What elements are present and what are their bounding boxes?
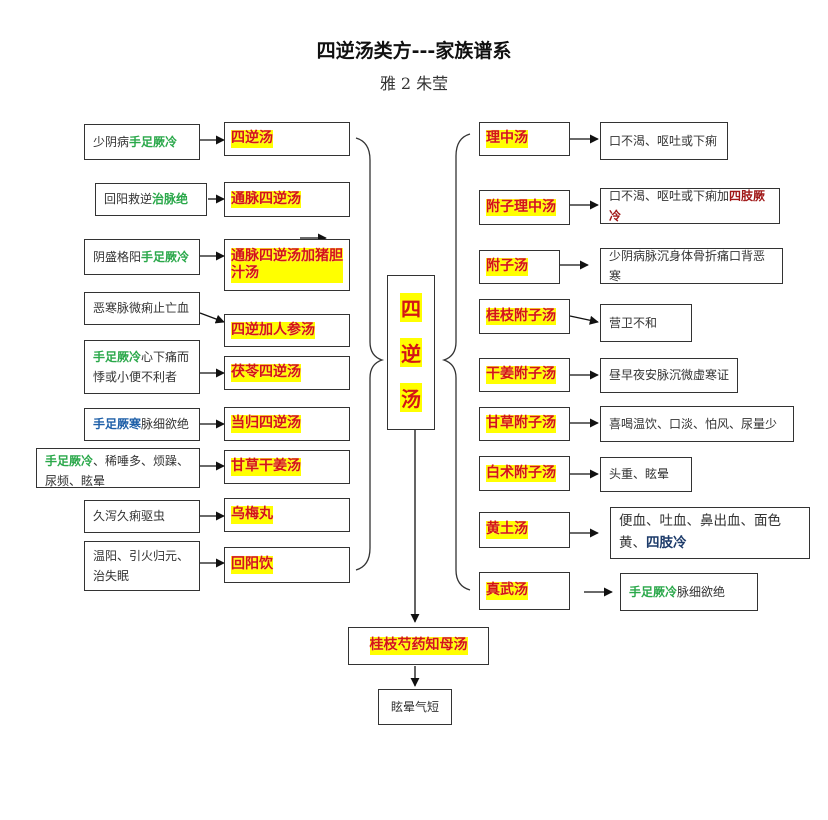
formula-label: 干姜附子汤	[486, 366, 556, 384]
formula-label: 桂枝附子汤	[486, 307, 556, 326]
cond-symptom: 手足厥冷	[45, 454, 94, 468]
formula-ganjiang-fuzi-tang: 干姜附子汤	[479, 358, 570, 392]
right-desc-5: 昼早夜安脉沉微虚寒证	[600, 358, 738, 393]
desc-text: 眩晕气短	[390, 699, 439, 714]
center-char-1: 四	[400, 293, 422, 322]
left-condition-1: 少阴病手足厥冷	[84, 124, 200, 160]
desc-text: 口不渴、呕吐或下痢	[609, 133, 718, 148]
cond-text: 少阴病	[93, 134, 130, 149]
cond-text: 温阳、引火归元、治失眠	[93, 548, 190, 583]
formula-label: 附子汤	[486, 258, 528, 276]
cond-text: 心下痛而悸或小便不利者	[93, 349, 190, 384]
formula-sini-tang: 四逆汤	[224, 122, 350, 156]
cond-text: 久泻久痢驱虫	[93, 509, 166, 524]
author: 雅 2 朱莹	[379, 74, 449, 93]
cond-text: 阴盛格阳	[93, 249, 142, 264]
formula-baizhu-fuzi-tang: 白术附子汤	[479, 456, 570, 491]
formula-label: 甘草附子汤	[486, 415, 556, 433]
formula-danggui-sini-tang: 当归四逆汤	[224, 407, 350, 441]
cond-symptom: 手足厥冷	[129, 134, 178, 149]
right-desc-4: 营卫不和	[600, 304, 692, 342]
left-condition-9: 温阳、引火归元、治失眠	[84, 541, 200, 591]
left-condition-4: 恶寒脉微痢止亡血	[84, 292, 200, 325]
desc-symptom: 四肢冷	[646, 535, 687, 551]
desc-symptom: 四肢厥冷	[609, 188, 766, 223]
page-title: 四逆汤类方---家族谱系	[316, 40, 512, 62]
formula-label: 回阳饮	[231, 556, 273, 574]
right-desc-2: 口不渴、呕吐或下痢加四肢厥冷	[600, 188, 780, 224]
formula-guizhi-fuzi-tang: 桂枝附子汤	[479, 299, 570, 334]
formula-gancao-fuzi-tang: 甘草附子汤	[479, 407, 570, 441]
center-node-sini-tang: 四 逆 汤	[387, 275, 435, 430]
formula-wumei-wan: 乌梅丸	[224, 498, 350, 532]
desc-text: 口不渴、呕吐或下痢加	[609, 188, 730, 203]
formula-guizhi-shaoyao-zhimu-tang: 桂枝芍药知母汤	[348, 627, 489, 665]
desc-text: 头重、眩晕	[609, 467, 670, 482]
bottom-desc: 眩晕气短	[378, 689, 452, 725]
right-desc-8: 便血、吐血、鼻出血、面色黄、四肢冷	[610, 507, 810, 559]
desc-text: 喜喝温饮、口淡、怕风、尿量少	[609, 416, 778, 431]
right-desc-9: 手足厥冷脉细欲绝	[620, 573, 758, 611]
cond-text: 、稀唾多、烦躁、尿频、眩晕	[45, 454, 190, 488]
cond-symptom: 手足厥寒	[93, 417, 142, 432]
desc-text: 少阴病脉沉身体骨折痛口背恶寒	[609, 248, 766, 283]
left-condition-8: 久泻久痢驱虫	[84, 500, 200, 533]
formula-label: 当归四逆汤	[231, 415, 301, 433]
formula-huangtu-tang: 黄土汤	[479, 512, 570, 548]
formula-label: 四逆汤	[231, 130, 273, 148]
formula-label: 甘草干姜汤	[231, 458, 301, 476]
cond-symptom: 治脉绝	[152, 192, 189, 207]
right-brace	[441, 133, 471, 591]
desc-text: 营卫不和	[609, 315, 658, 330]
formula-label: 四逆加人参汤	[231, 321, 315, 340]
right-desc-1: 口不渴、呕吐或下痢	[600, 122, 728, 160]
formula-fuzi-lizhong-tang: 附子理中汤	[479, 190, 570, 225]
left-condition-6: 手足厥寒脉细欲绝	[84, 408, 200, 441]
left-condition-3: 阴盛格阳手足厥冷	[84, 239, 200, 275]
formula-label: 通脉四逆汤加猪胆汁汤	[231, 247, 343, 283]
left-condition-7: 手足厥冷、稀唾多、烦躁、尿频、眩晕	[36, 448, 200, 488]
desc-text: 昼早夜安脉沉微虚寒证	[609, 368, 730, 383]
formula-label: 通脉四逆汤	[231, 190, 301, 209]
formula-label: 茯苓四逆汤	[231, 364, 301, 382]
formula-label: 附子理中汤	[486, 198, 556, 217]
formula-label: 白术附子汤	[486, 464, 556, 483]
right-desc-7: 头重、眩晕	[600, 457, 692, 492]
formula-label: 桂枝芍药知母汤	[369, 637, 468, 655]
cond-text: 恶寒脉微痢止亡血	[93, 301, 190, 316]
left-condition-2: 回阳救逆治脉绝	[95, 183, 207, 216]
cond-symptom: 手足厥冷	[141, 249, 190, 264]
formula-label: 真武汤	[486, 582, 528, 600]
formula-huiyang-yin: 回阳饮	[224, 547, 350, 583]
cond-text: 回阳救逆	[104, 192, 153, 207]
right-desc-3: 少阴病脉沉身体骨折痛口背恶寒	[600, 248, 783, 284]
formula-fuling-sini-tang: 茯苓四逆汤	[224, 356, 350, 390]
cond-text: 脉细欲绝	[141, 417, 190, 432]
desc-text: 脉细欲绝	[677, 584, 726, 599]
left-condition-5: 手足厥冷心下痛而悸或小便不利者	[84, 340, 200, 394]
desc-text: 便血、吐血、鼻出血、面色黄、	[619, 513, 781, 551]
formula-label: 黄土汤	[486, 521, 528, 539]
formula-label: 乌梅丸	[231, 506, 273, 524]
formula-fuzi-tang: 附子汤	[479, 250, 560, 284]
formula-label: 理中汤	[486, 130, 528, 148]
formula-sini-jia-renshen-tang: 四逆加人参汤	[224, 314, 350, 347]
right-desc-6: 喜喝温饮、口淡、怕风、尿量少	[600, 406, 794, 442]
center-char-3: 汤	[400, 383, 422, 412]
desc-symptom: 手足厥冷	[629, 584, 678, 599]
formula-gancao-ganjiang-tang: 甘草干姜汤	[224, 450, 350, 484]
formula-tongmai-sini-tang: 通脉四逆汤	[224, 182, 350, 217]
formula-lizhong-tang: 理中汤	[479, 122, 570, 156]
left-brace	[355, 137, 385, 571]
cond-symptom: 手足厥冷	[93, 349, 142, 364]
formula-tongmai-sini-jia-zhudanzhi-tang: 通脉四逆汤加猪胆汁汤	[224, 239, 350, 291]
formula-zhenwu-tang: 真武汤	[479, 572, 570, 610]
center-char-2: 逆	[400, 338, 422, 367]
